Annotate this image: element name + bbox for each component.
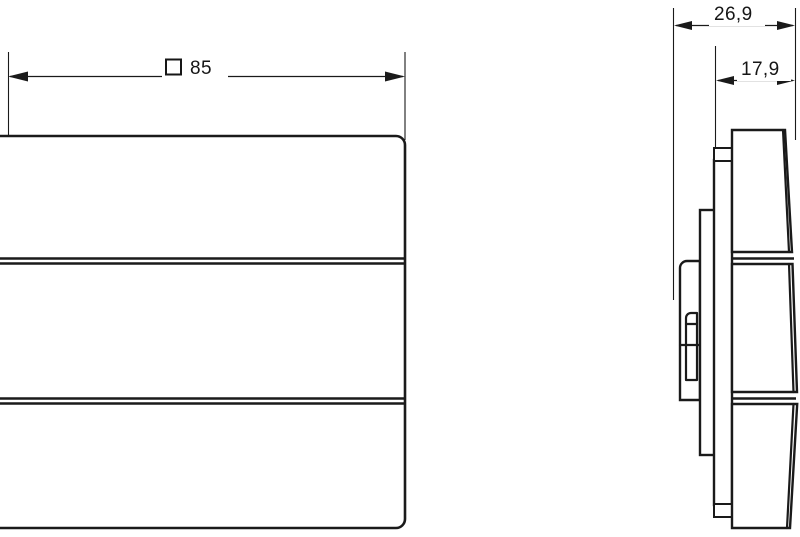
- side-rocker-middle: [730, 262, 799, 394]
- dimension-width-arrow-right: [385, 71, 405, 82]
- dimension-width-label: 85: [190, 58, 212, 79]
- dimension-depth-total-label: 26,9: [714, 4, 753, 25]
- dimension-width: 85: [8, 54, 405, 82]
- dimension-depth-front-label-backdrop: [737, 56, 791, 81]
- dimension-width-label-backdrop: [162, 54, 228, 80]
- dimension-depth-front-label: 17,9: [741, 59, 780, 80]
- side-view: [672, 8, 799, 530]
- dimension-depth-front-arrow-left: [716, 76, 734, 85]
- dimension-depth-total-label-backdrop: [709, 2, 765, 26]
- dimension-depth-front: 17,9: [716, 56, 795, 85]
- front-view: [0, 52, 407, 530]
- front-plate-outline: [0, 134, 407, 530]
- side-front-edge-seam-lower: [785, 402, 795, 530]
- side-rocker-upper: [730, 128, 794, 254]
- dimension-depth-total-arrow-left: [674, 21, 692, 30]
- dimension-width-arrow-left: [8, 71, 28, 82]
- dimension-depth-total-arrow-right: [777, 21, 795, 30]
- side-front-edge-seam-middle: [787, 262, 795, 394]
- dimension-depth-total: 26,9: [674, 2, 795, 30]
- side-rear-flange-detail: [684, 311, 699, 382]
- square-profile-symbol-icon: [165, 58, 182, 76]
- side-front-edge-seam-upper: [781, 128, 791, 254]
- side-rocker-lower: [730, 402, 799, 530]
- side-insert-body: [712, 158, 734, 507]
